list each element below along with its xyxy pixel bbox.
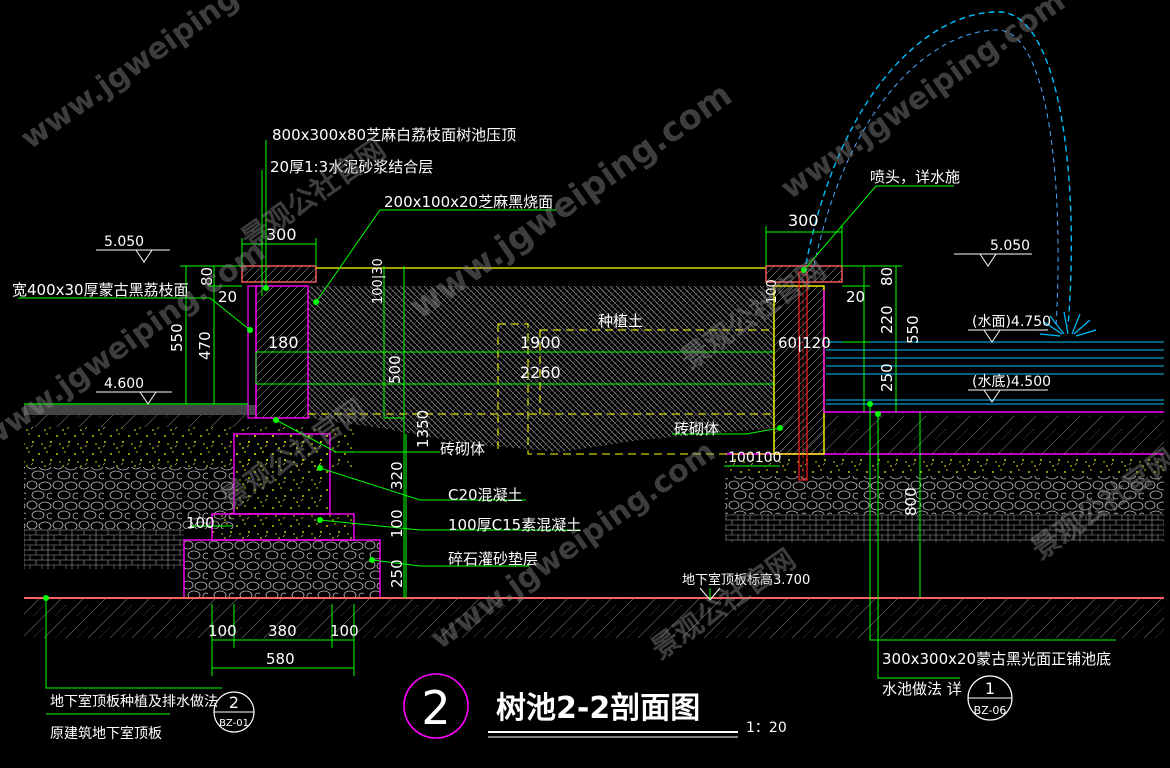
dim-20-left: 20 bbox=[218, 288, 237, 306]
label-border-spec: 宽400x30厚蒙古黑荔枝面 bbox=[12, 281, 189, 299]
fountain-arc-inner bbox=[813, 29, 1059, 327]
dim-60-120: 60|120 bbox=[778, 334, 831, 352]
dim-1900: 1900 bbox=[520, 333, 561, 352]
left-mortar-layer bbox=[24, 415, 256, 427]
reference-bubble-right bbox=[967, 675, 1013, 721]
elev-right-top: 5.050 bbox=[990, 238, 1030, 254]
dim-80-left: 80 bbox=[198, 267, 216, 286]
elev-left-top: 5.050 bbox=[104, 234, 144, 250]
dim-380: 380 bbox=[268, 622, 297, 640]
ref-left-num: 2 bbox=[229, 693, 239, 712]
dim-100-a: 100 bbox=[208, 622, 237, 640]
left-coping bbox=[241, 265, 317, 283]
footing-c15 bbox=[211, 513, 355, 541]
pool-gravel bbox=[725, 476, 1164, 514]
label-water-surface: (水面)4.750 bbox=[972, 314, 1051, 330]
left-gravel-layer bbox=[24, 467, 234, 529]
elev-left-ground: 4.600 bbox=[104, 376, 144, 392]
title-block: 2 bbox=[403, 673, 738, 739]
dimension-lines bbox=[180, 226, 921, 676]
dim-2260: 2260 bbox=[520, 363, 561, 382]
watermark-site-1: www.jgweiping.com bbox=[15, 0, 312, 157]
leader-dots bbox=[43, 267, 881, 601]
dim-180: 180 bbox=[268, 333, 299, 352]
ref-right-num: 1 bbox=[985, 679, 995, 698]
dim-250-right: 250 bbox=[878, 363, 896, 392]
label-mortar-spec: 20厚1:3水泥砂浆结合层 bbox=[270, 158, 433, 176]
dim-1350: 1350 bbox=[414, 410, 432, 448]
dim-100-b: 100 bbox=[330, 622, 359, 640]
dim-100-30: 100|30 bbox=[371, 258, 386, 304]
label-pool-floor: 300x300x20蒙古黑光面正铺池底 bbox=[882, 650, 1111, 668]
section-circle bbox=[403, 673, 469, 739]
dim-320: 320 bbox=[388, 461, 406, 490]
water-lines bbox=[826, 341, 1164, 405]
ref-left-sheet: BZ-01 bbox=[219, 718, 249, 729]
label-roof-original: 原建筑地下室顶板 bbox=[50, 725, 162, 742]
footing-c20 bbox=[233, 433, 331, 515]
dim-100-post: 100 bbox=[765, 279, 780, 304]
pool-bottom-slab bbox=[780, 416, 1164, 454]
dim-220: 220 bbox=[878, 305, 896, 334]
hidden-lines bbox=[308, 323, 774, 455]
left-wall-facing bbox=[247, 285, 257, 419]
dim-250-left: 250 bbox=[388, 559, 406, 588]
dim-300-right: 300 bbox=[788, 211, 819, 230]
label-brick-right: 砖砌体 bbox=[674, 420, 719, 438]
dim-80-right: 80 bbox=[878, 267, 896, 286]
fountain-splash bbox=[1039, 311, 1097, 337]
right-coping bbox=[765, 265, 843, 283]
dim-100100: 100100 bbox=[728, 450, 781, 466]
label-roof-elev: 地下室顶板标高3.700 bbox=[682, 572, 810, 588]
elevation-markers bbox=[96, 249, 1048, 601]
label-nozzle-note: 喷头，详水施 bbox=[870, 168, 960, 186]
label-pool-ref: 水池做法 详 bbox=[882, 680, 962, 698]
left-paving-lower bbox=[24, 529, 184, 569]
drawing-title: 树池2-2剖面图 bbox=[496, 691, 700, 726]
fountain-arc bbox=[805, 11, 1072, 327]
footing-gravel bbox=[183, 539, 381, 599]
dim-550-left: 550 bbox=[168, 323, 186, 352]
dim-100-h: 100 bbox=[186, 514, 215, 532]
ref-right-sheet: BZ-06 bbox=[974, 704, 1007, 717]
reference-bubble-left bbox=[213, 691, 255, 733]
ground-layers bbox=[24, 405, 1164, 638]
dim-500: 500 bbox=[386, 355, 404, 384]
leader-lines bbox=[18, 140, 1116, 715]
dim-550-right: 550 bbox=[904, 315, 922, 344]
label-water-bottom: (水底)4.500 bbox=[972, 374, 1051, 390]
dim-300-left: 300 bbox=[266, 225, 297, 244]
planting-soil bbox=[308, 286, 774, 452]
label-face-spec: 200x100x20芝麻黑烧面 bbox=[384, 193, 553, 211]
section-number: 2 bbox=[421, 681, 450, 735]
label-brick-left: 砖砌体 bbox=[440, 440, 485, 458]
label-concrete-c15: 100厚C15素混凝土 bbox=[448, 516, 581, 534]
watermark-cn-1: 景观公社官网 bbox=[235, 132, 392, 255]
label-roof-planting: 地下室顶板种植及排水做法 bbox=[50, 693, 218, 710]
dim-100-v: 100 bbox=[388, 509, 406, 538]
pool-concrete bbox=[725, 454, 1164, 476]
label-soil: 种植土 bbox=[598, 312, 643, 330]
label-cap-spec: 800x300x80芝麻白荔枝面树池压顶 bbox=[272, 126, 516, 144]
basement-roof-slab bbox=[24, 598, 1164, 638]
dim-580: 580 bbox=[266, 650, 295, 668]
dim-800: 800 bbox=[902, 487, 920, 516]
label-gravel: 碎石灌砂垫层 bbox=[448, 550, 538, 568]
dim-20-right: 20 bbox=[846, 288, 865, 306]
pool-paving-lower bbox=[725, 514, 1164, 542]
dim-470: 470 bbox=[196, 331, 214, 360]
drawing-scale: 1：20 bbox=[746, 720, 787, 736]
label-concrete-c20: C20混凝土 bbox=[448, 486, 523, 504]
left-paving-layer bbox=[24, 405, 256, 415]
pool-edge-outline bbox=[823, 290, 1164, 413]
